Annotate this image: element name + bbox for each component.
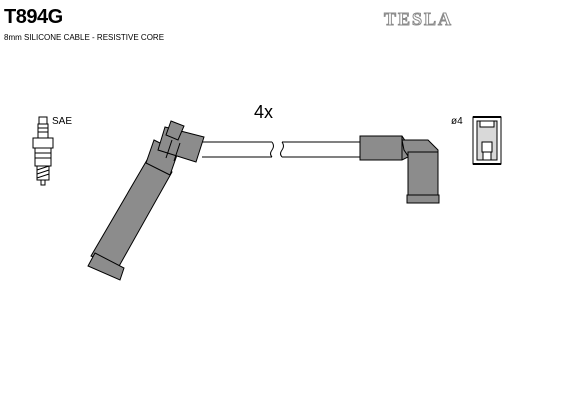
ignition-cable xyxy=(202,141,362,158)
brand-logo: TESLA xyxy=(383,9,454,30)
spark-plug-label: SAE xyxy=(52,116,73,127)
terminal-connector-icon xyxy=(472,116,502,165)
part-number: T894G xyxy=(4,6,63,28)
connector-diameter-label: ø4 xyxy=(451,116,463,127)
cable-description: 8mm SILICONE CABLE - RESISTIVE CORE xyxy=(4,33,165,42)
coil-boot xyxy=(359,135,440,204)
spark-plug-boot xyxy=(87,120,205,281)
quantity-label: 4x xyxy=(254,102,274,122)
spark-plug-icon xyxy=(32,116,54,186)
